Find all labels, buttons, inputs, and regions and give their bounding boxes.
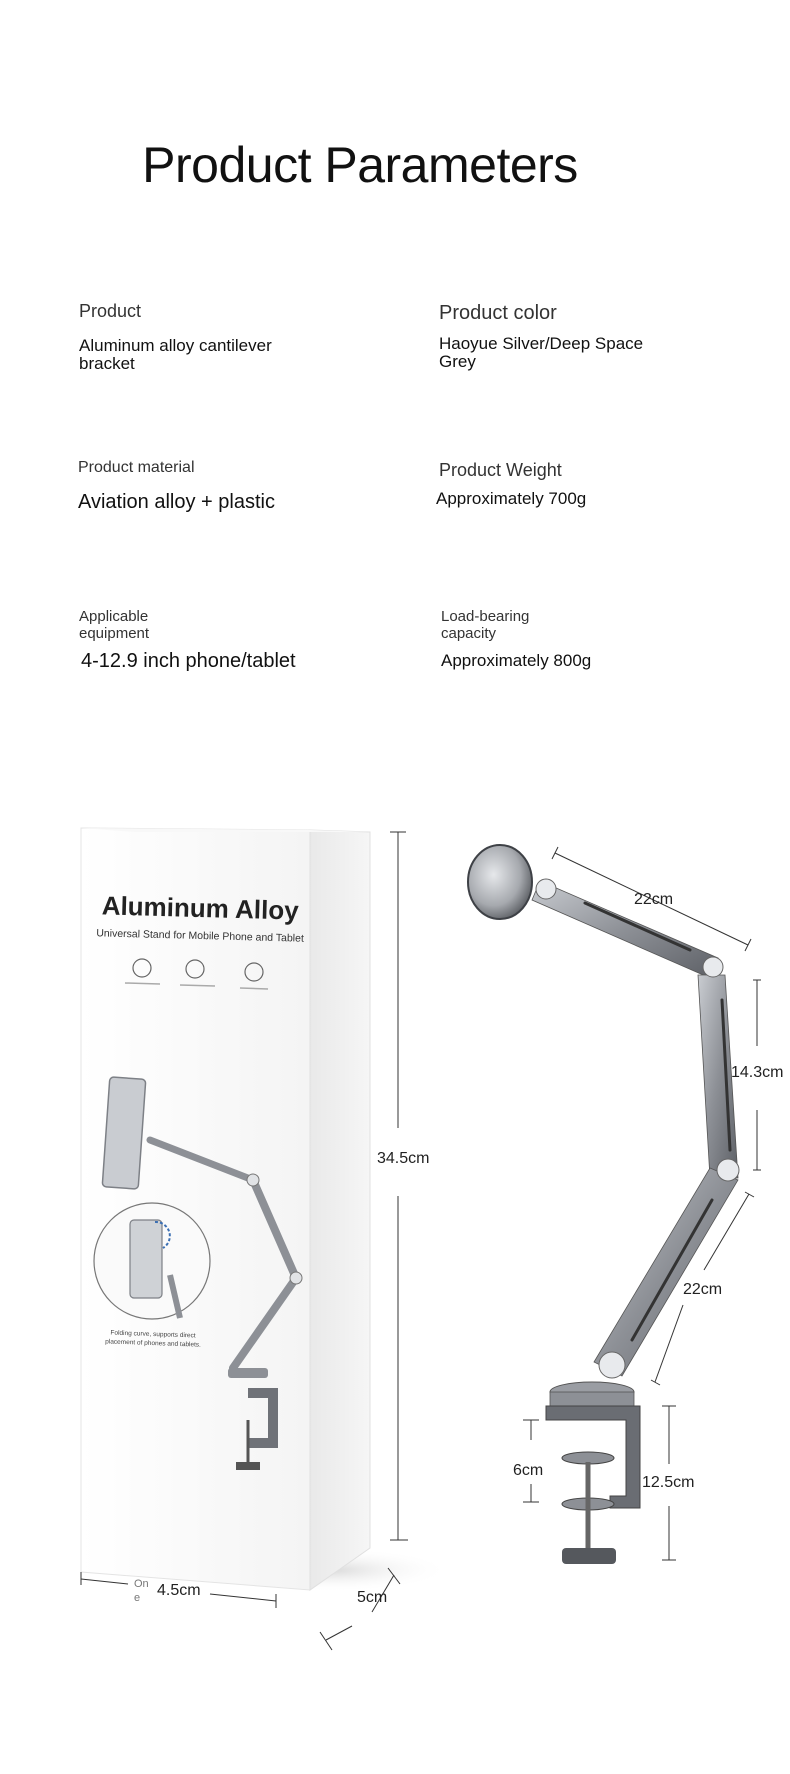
param-value-line: Aluminum alloy cantilever [79,336,272,355]
param-label: Product Weight [439,460,562,480]
param-label-line: capacity [441,625,497,642]
dim-box-note: e [134,1592,141,1604]
dim-box-width: 4.5cm [157,1582,201,1599]
param-label: Product color [439,302,557,324]
box-feature-icons [124,958,269,990]
param-value-line: bracket [79,354,135,373]
param-label: Product material [78,459,195,476]
param-product-material: Product material Aviation alloy + plasti… [78,458,275,513]
dim-clamp-height: 12.5cm [642,1474,695,1491]
param-load-bearing: Load-bearing capacity Approximately 800g [441,608,591,670]
box-caption-line: placement of phones and tablets. [105,1338,201,1348]
dim-arm-middle: 14.3cm [731,1064,784,1081]
param-value-line: Haoyue Silver/Deep Space [439,334,644,353]
param-label-line: equipment [79,625,150,642]
box-caption-line: Folding curve, supports direct [110,1330,196,1340]
box-brand-text: Aluminum Alloy [101,890,299,925]
stand-dimension-lines [523,846,761,1561]
param-value-line: Aviation alloy + plastic [78,491,275,513]
param-product-weight: Product Weight Approximately 700g [436,460,587,508]
param-label-line: Applicable [79,608,149,625]
param-value-line: Approximately 800g [441,651,592,670]
page-title: Product Parameters [142,137,578,193]
param-label: Product [79,301,142,321]
box-subtitle-text: Universal Stand for Mobile Phone and Tab… [96,927,304,944]
dim-arm-top: 22cm [634,891,674,908]
dim-box-note: On [134,1578,149,1590]
box-dimension-lines [80,831,408,1651]
param-value-line: Grey [439,352,476,371]
dim-box-height: 34.5cm [377,1150,430,1167]
param-product: Product Aluminum alloy cantilever bracke… [79,302,272,373]
stand-illustration [467,844,740,1564]
box-stand-image [93,1076,303,1470]
dim-arm-lower: 22cm [683,1281,723,1298]
param-label-line: Load-bearing [441,608,530,625]
param-applicable-equipment: Applicable equipment 4-12.9 inch phone/t… [79,608,296,672]
product-box [80,827,371,1591]
dim-clamp-opening: 6cm [513,1462,544,1479]
param-value-line: Approximately 700g [436,489,587,508]
param-product-color: Product color Haoyue Silver/Deep Space G… [439,302,644,371]
dim-box-depth: 5cm [357,1589,388,1606]
param-value-line: 4-12.9 inch phone/tablet [81,650,296,672]
